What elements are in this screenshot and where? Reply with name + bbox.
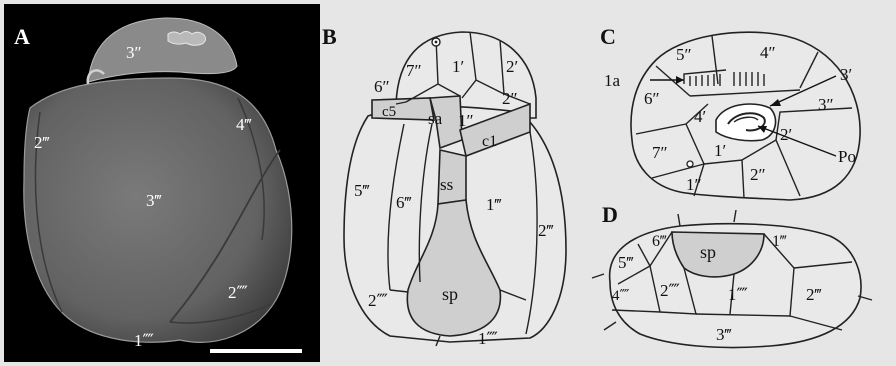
label-d-4pppp: 4⁗: [612, 288, 630, 304]
panel-b-ventral-view: B 6″ 7″ 1′ 2′ 2″ c5 sa 1″ c1 ss 5‴ 6‴ 1‴…: [322, 24, 566, 348]
label-b-1pppp: 1⁗: [478, 329, 498, 348]
label-b-2p: 2′: [506, 57, 518, 76]
label-c-7pp: 7″: [652, 143, 668, 162]
label-b-1p: 1′: [452, 57, 464, 76]
label-c-1a: 1a: [604, 71, 621, 90]
label-a-3pp: 3″: [126, 43, 142, 62]
label-d-sp: sp: [700, 242, 716, 262]
label-b-6pp: 6″: [374, 77, 390, 96]
panel-c-apical-view: C 5″ 4″ 3′ 1a 6″ 3″ 4′ 2′ Po 7″ 1′ 1″ 2″: [600, 24, 860, 200]
panel-d-letter: D: [602, 202, 618, 227]
label-c-1pp: 1″: [686, 175, 702, 194]
b-apical-pore-dot: [435, 41, 438, 44]
d-tick-3: [592, 274, 604, 278]
label-d-3ppp: 3‴: [716, 325, 732, 344]
label-c-po: Po: [838, 147, 856, 166]
label-b-sp: sp: [442, 284, 458, 304]
c-pore-plate: [716, 104, 776, 141]
label-a-3ppp: 3‴: [146, 191, 162, 210]
label-a-1pppp: 1⁗: [134, 331, 154, 350]
c-pore-dot: [687, 161, 693, 167]
label-b-5ppp: 5‴: [354, 181, 370, 200]
label-b-1ppp: 1‴: [486, 195, 502, 214]
panel-c-letter: C: [600, 24, 616, 49]
label-c-4pp: 4″: [760, 43, 776, 62]
label-b-1pp: 1″: [458, 111, 474, 130]
label-c-6pp: 6″: [644, 89, 660, 108]
label-b-2ppp: 2‴: [538, 221, 554, 240]
label-b-2pppp: 2⁗: [368, 291, 388, 310]
label-a-4ppp: 4‴: [236, 115, 252, 134]
label-d-2pppp: 2⁗: [660, 281, 680, 300]
label-b-6ppp: 6‴: [396, 193, 412, 212]
panel-a-sem-micrograph: A 3″ 2‴ 4‴ 3‴ 2⁗ 1⁗: [4, 4, 320, 362]
d-tick-2: [734, 210, 736, 222]
label-c-5pp: 5″: [676, 45, 692, 64]
label-b-c1: c1: [482, 133, 497, 150]
panel-b-letter: B: [322, 24, 337, 49]
label-b-c5: c5: [382, 104, 396, 120]
label-c-2p: 2′: [780, 125, 792, 144]
label-d-5ppp: 5‴: [618, 253, 634, 272]
label-a-2ppp: 2‴: [34, 133, 50, 152]
label-b-sa: sa: [428, 109, 443, 128]
label-d-6ppp: 6‴: [652, 233, 667, 250]
scale-bar: [210, 349, 302, 353]
d-tick-4: [604, 322, 616, 330]
label-d-2ppp: 2‴: [806, 285, 822, 304]
label-b-ss: ss: [440, 175, 453, 194]
label-b-2pp: 2″: [502, 89, 518, 108]
label-c-4p: 4′: [694, 107, 706, 126]
label-d-1ppp: 1‴: [772, 233, 787, 250]
label-c-2pp: 2″: [750, 165, 766, 184]
d-tick-1: [678, 214, 680, 226]
sem-apical-texture: [168, 32, 206, 46]
panel-a-letter: A: [14, 24, 30, 49]
label-c-3p: 3′: [840, 65, 852, 84]
label-a-2pppp: 2⁗: [228, 283, 248, 302]
label-c-3pp: 3″: [818, 95, 834, 114]
label-b-7pp: 7″: [406, 61, 422, 80]
label-d-1pppp: 1⁗: [728, 285, 748, 304]
label-c-1p: 1′: [714, 141, 726, 160]
panel-d-antapical-view: D 6‴ sp 1‴ 5‴ 4⁗ 2⁗ 1⁗ 2‴ 3‴: [592, 202, 872, 348]
